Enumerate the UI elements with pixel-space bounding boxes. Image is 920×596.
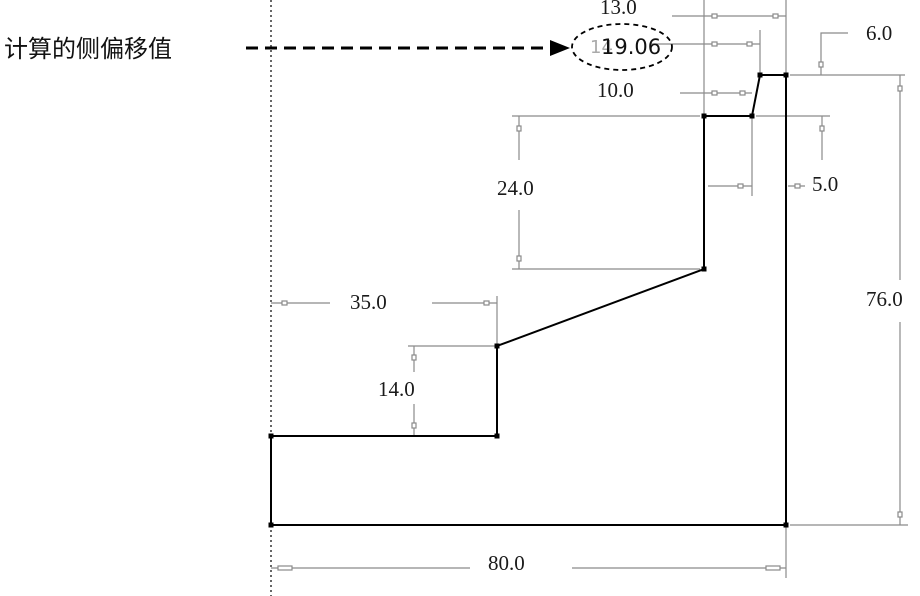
- vertex: [757, 72, 763, 78]
- tick: [411, 354, 417, 361]
- tick: [516, 125, 522, 132]
- tick: [411, 422, 417, 429]
- dimension-labels: 13.0 6.0 10.0 24.0 5.0 76.0 35.0 14.0 80…: [350, 0, 903, 575]
- vertex: [701, 113, 707, 119]
- tick: [711, 90, 718, 96]
- tick: [483, 300, 490, 306]
- arrow-head-icon: [550, 40, 570, 56]
- dim-label-76: 76.0: [866, 287, 903, 311]
- vertex: [268, 522, 274, 528]
- tick: [711, 13, 718, 19]
- tick: [281, 300, 288, 306]
- dim-label-13: 13.0: [600, 0, 637, 19]
- tick: [897, 85, 903, 92]
- dim-label-14: 14.0: [378, 377, 415, 401]
- vertex: [268, 433, 274, 439]
- computed-offset-label: 计算的侧偏移值: [4, 35, 172, 63]
- tick: [819, 125, 825, 132]
- tick: [516, 255, 522, 262]
- dim-leader-6: [820, 32, 848, 75]
- tick: [277, 565, 293, 571]
- vertex: [749, 113, 755, 119]
- dimension-lines: [271, 0, 908, 578]
- dim-label-5: 5.0: [812, 172, 838, 196]
- dim-label-10: 10.0: [597, 78, 634, 102]
- tick: [737, 183, 744, 189]
- vertex: [783, 522, 789, 528]
- computed-offset-value: 19.06: [601, 35, 661, 59]
- annotation-callout: 14 19.06: [246, 23, 673, 71]
- vertex: [783, 72, 789, 78]
- profile-vertices: [268, 72, 789, 528]
- vertex: [494, 433, 500, 439]
- ghost-dimension-text: 14: [590, 37, 613, 58]
- tick: [739, 90, 746, 96]
- tick: [794, 183, 801, 189]
- profile-outline: [270, 74, 787, 526]
- dim-label-35: 35.0: [350, 290, 387, 314]
- tick: [765, 565, 781, 571]
- dim-label-6: 6.0: [866, 21, 892, 45]
- vertex: [701, 266, 707, 272]
- tick: [711, 41, 718, 47]
- tick: [897, 511, 903, 518]
- highlight-ellipse: [571, 23, 673, 71]
- dim-label-80: 80.0: [488, 551, 525, 575]
- vertex: [494, 343, 500, 349]
- tick: [772, 13, 779, 19]
- tick: [818, 61, 824, 68]
- dim-label-24: 24.0: [497, 176, 534, 200]
- tick: [746, 41, 753, 47]
